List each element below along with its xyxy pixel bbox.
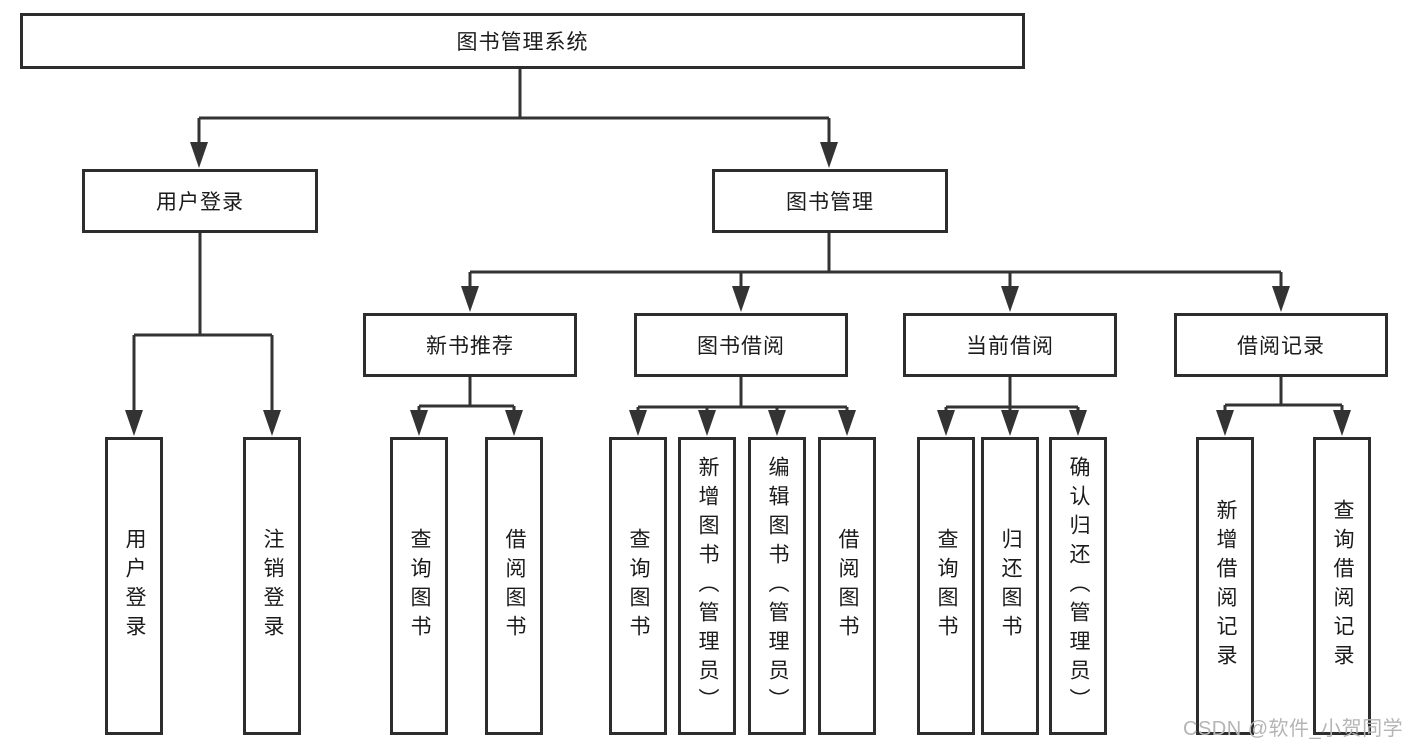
leaf-edit-book-admin: 编辑图书（管理员） <box>748 437 806 735</box>
leaf-return-book: 归还图书 <box>981 437 1039 735</box>
arrow-down-icon <box>1001 410 1019 436</box>
arrow-down-icon <box>820 142 838 168</box>
arrow-down-icon <box>1069 410 1087 436</box>
arrow-down-icon <box>1333 410 1351 436</box>
leaf-confirm-return-admin: 确认归还（管理员） <box>1049 437 1107 735</box>
connector-current-borrow-children <box>944 375 1080 414</box>
arrow-down-icon <box>125 410 143 436</box>
arrow-down-icon <box>410 410 428 436</box>
arrow-down-icon <box>190 142 208 168</box>
node-root-system: 图书管理系统 <box>20 13 1025 69</box>
arrow-down-icon <box>1272 286 1290 312</box>
arrow-down-icon <box>461 286 479 312</box>
connector-new-book-children <box>417 375 516 414</box>
arrow-down-icon <box>937 410 955 436</box>
arrow-down-icon <box>698 410 716 436</box>
leaf-borrow-book-1: 借阅图书 <box>485 437 543 735</box>
arrow-down-icon <box>732 286 750 312</box>
leaf-logout: 注销登录 <box>243 437 301 735</box>
connector-book-borrow-children <box>636 375 849 414</box>
arrow-down-icon <box>629 410 647 436</box>
arrow-down-icon <box>263 410 281 436</box>
connector-borrow-record-children <box>1223 375 1344 414</box>
leaf-query-book-2: 查询图书 <box>609 437 667 735</box>
arrow-down-icon <box>768 410 786 436</box>
leaf-query-borrow-record: 查询借阅记录 <box>1313 437 1371 735</box>
leaf-user-login: 用户登录 <box>105 437 163 735</box>
leaf-query-book-3: 查询图书 <box>917 437 975 735</box>
leaf-add-borrow-record: 新增借阅记录 <box>1196 437 1254 735</box>
connector-root-to-level2 <box>197 68 831 146</box>
connector-book-mgmt-to-level3 <box>468 231 1283 290</box>
connector-user-login-children <box>132 231 274 414</box>
leaf-query-book-1: 查询图书 <box>390 437 448 735</box>
arrow-down-icon <box>1001 286 1019 312</box>
csdn-watermark: CSDN @软件_小贺同学 <box>1183 718 1404 740</box>
node-new-book-recommend: 新书推荐 <box>363 313 577 377</box>
arrow-down-icon <box>505 410 523 436</box>
arrow-down-icon <box>1216 410 1234 436</box>
node-book-borrow: 图书借阅 <box>634 313 848 377</box>
node-user-login: 用户登录 <box>82 169 318 233</box>
arrow-down-icon <box>838 410 856 436</box>
leaf-add-book-admin: 新增图书（管理员） <box>678 437 736 735</box>
leaf-borrow-book-2: 借阅图书 <box>818 437 876 735</box>
node-borrow-record: 借阅记录 <box>1174 313 1388 377</box>
node-current-borrow: 当前借阅 <box>903 313 1117 377</box>
node-book-management: 图书管理 <box>712 169 948 233</box>
